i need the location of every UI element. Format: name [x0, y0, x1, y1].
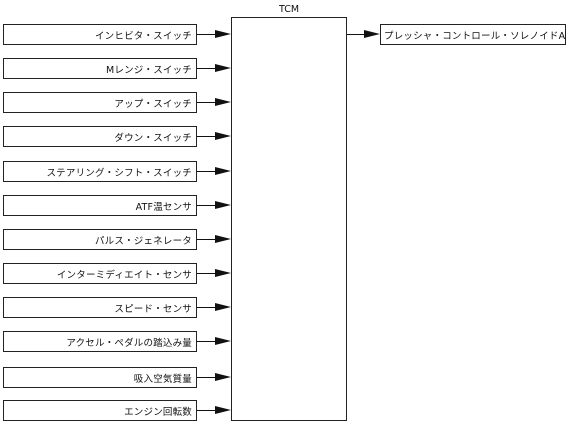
input-m-range-switch: Mレンジ・スイッチ	[3, 58, 197, 79]
arrow-intermediate-sensor	[197, 268, 231, 279]
input-down-switch: ダウン・スイッチ	[3, 126, 197, 147]
arrow-m-range-switch	[197, 63, 231, 74]
arrow-pulse-generator	[197, 234, 231, 245]
arrow-up-switch	[197, 97, 231, 108]
arrow-engine-speed	[197, 405, 231, 416]
input-steering-shift-switch: ステアリング・シフト・スイッチ	[3, 161, 197, 182]
input-speed-sensor: スピード・センサ	[3, 297, 197, 318]
arrow-speed-sensor	[197, 302, 231, 313]
arrow-atf-temp-sensor	[197, 200, 231, 211]
arrow-down-switch	[197, 131, 231, 142]
input-engine-speed: エンジン回転数	[3, 400, 197, 421]
arrow-steering-shift-switch	[197, 166, 231, 177]
arrow-intake-air-mass	[197, 372, 231, 383]
input-intermediate-sensor: インターミディエイト・センサ	[3, 263, 197, 284]
input-accelerator-pedal: アクセル・ペダルの踏込み量	[3, 331, 197, 352]
arrow-inhibitor-switch	[197, 29, 231, 40]
arrow-accelerator-pedal	[197, 336, 231, 347]
input-atf-temp-sensor: ATF温センサ	[3, 195, 197, 216]
tcm-block	[231, 17, 347, 421]
input-inhibitor-switch: インヒビタ・スイッチ	[3, 24, 197, 45]
input-pulse-generator: パルス・ジェネレータ	[3, 229, 197, 250]
input-up-switch: アップ・スイッチ	[3, 92, 197, 113]
output-pressure-control-solenoid-a: プレッシャ・コントロール・ソレノイドA	[380, 24, 566, 45]
arrow-pressure-control-solenoid-a	[347, 29, 380, 40]
tcm-title: TCM	[278, 4, 300, 15]
input-intake-air-mass: 吸入空気質量	[3, 367, 197, 388]
